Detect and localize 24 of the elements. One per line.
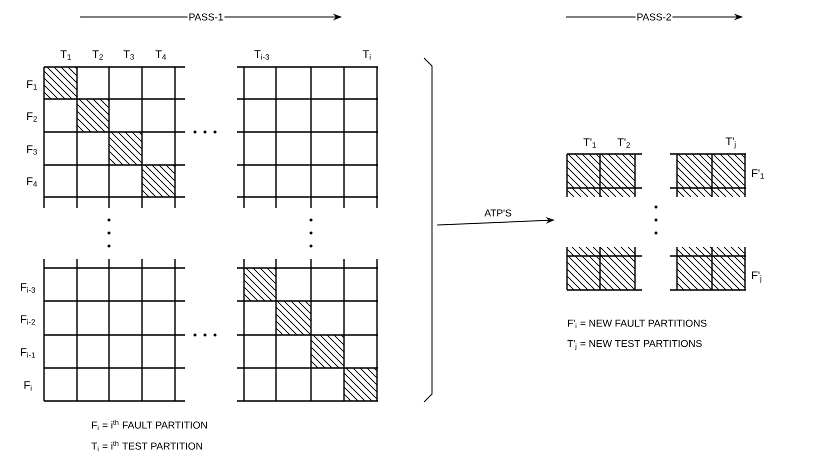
grid-drawing [566, 153, 746, 291]
row-label: F$_{i-3}$ [21, 283, 36, 293]
row-label: F$_{2}$ [27, 112, 37, 122]
legend-text: F'$_{i}$ = NEW FAULT PARTITIONS [568, 320, 707, 328]
column-label: T$_{4}$ [156, 50, 166, 60]
legend-text: T$_{i}$ = i$^{th}$ TEST PARTITION [91, 440, 202, 452]
row-label: F$_{i-2}$ [21, 315, 35, 325]
column-label: T$_{3}$ [124, 50, 134, 60]
arrow-label: PASS-1 [188, 12, 224, 22]
column-label: T$_{1}$ [60, 50, 71, 60]
row-label: F$_{4}$ [27, 177, 38, 187]
row-label: F$_{i}$ [24, 381, 32, 391]
column-label: T$_{2}$ [92, 50, 103, 60]
column-label: T$_{i}$ [362, 50, 370, 60]
row-label: F$_{i-1}$ [21, 348, 36, 358]
row-label: F'$_{1}$ [752, 169, 764, 179]
row-label: F$_{3}$ [27, 145, 37, 155]
row-label: F$_{1}$ [27, 80, 37, 90]
column-label: T$_{i-3}$ [254, 50, 270, 60]
row-label: F'$_{j}$ [752, 272, 762, 282]
legend-text: F$_{i}$ = i$^{th}$ FAULT PARTITION [92, 420, 207, 430]
arrow-label: PASS-2 [636, 12, 672, 22]
edge-label: ATP'S [483, 208, 513, 218]
legend-text: T'$_{j}$ = NEW TEST PARTITIONS [567, 340, 702, 350]
